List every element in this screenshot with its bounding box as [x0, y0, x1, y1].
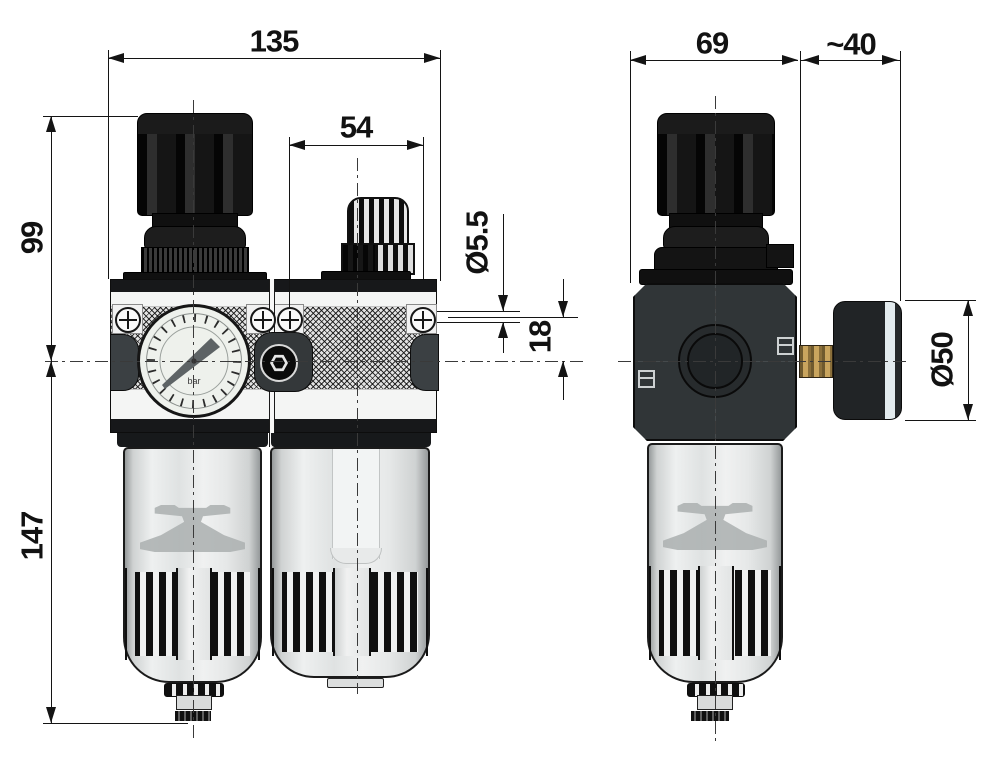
filter-bowl-sight-window: [176, 568, 212, 660]
dim-99-label: 99: [14, 221, 50, 255]
dim-18-ext: [448, 316, 578, 318]
hole-line-top: [437, 310, 520, 312]
hex-socket-screw: [260, 344, 298, 382]
gauge-unit-label: bar: [187, 376, 200, 386]
dim-54-label: 54: [339, 109, 373, 145]
lubricator-bottom-pad: [327, 678, 384, 688]
dim-50-arrow-top: [963, 300, 973, 316]
dim-40-label: ~40: [826, 26, 877, 62]
dim-69-ext-right: [799, 51, 801, 345]
lubricator-sight-window: [333, 568, 371, 656]
dim-18-label: 18: [522, 320, 558, 354]
regulator-knob-left: [137, 113, 253, 216]
dim-54-arrow-right: [407, 140, 423, 150]
dim-18-arrow-down: [558, 301, 568, 317]
body-ear-right: [410, 334, 439, 391]
dim-18-line-top: [562, 279, 564, 317]
dim-50-label: Ø50: [924, 332, 960, 388]
mounting-screw-2: [250, 307, 276, 333]
dim-147-ext-bottom: [43, 722, 188, 724]
dim-99-arrow-bottom: [46, 345, 56, 361]
body-flange-right: [639, 269, 793, 285]
dim-99-arrow-top: [46, 116, 56, 132]
dim-5-5-arrow-down: [498, 295, 508, 311]
dim-69-ext-left: [629, 51, 631, 283]
gauge-needle: [162, 338, 220, 389]
hex-socket: [270, 354, 288, 372]
regulator-knob-collar: [144, 226, 246, 249]
centerline-right-unit: [714, 96, 716, 742]
dim-40-ext-right: [899, 51, 901, 301]
centerline-lubricator: [356, 158, 358, 694]
dim-135-arrow-left: [108, 53, 124, 63]
sight-window-right: [698, 566, 734, 660]
centerline-horizontal-left: [45, 360, 583, 362]
dim-69-line: [630, 59, 798, 61]
dim-18-line-bottom: [562, 361, 564, 400]
dim-18-arrow-up: [558, 361, 568, 377]
dim-50-ext-bottom: [905, 419, 976, 421]
dim-147-arrow-top: [46, 361, 56, 377]
dim-147-line: [50, 361, 52, 723]
knob-collar-right: [663, 226, 769, 249]
knob-step-tab: [766, 244, 794, 268]
centerline-regulator-left: [192, 100, 194, 740]
dim-54-ext-right: [422, 137, 424, 279]
lubricator-riser-tube: [332, 449, 380, 559]
centerline-horizontal-right: [618, 360, 908, 362]
dim-147-arrow-bottom: [46, 707, 56, 723]
dim-50-ext-top: [905, 299, 976, 301]
mounting-screw-3: [277, 307, 303, 333]
dim-135-ext-left: [107, 50, 109, 279]
dim-69-arrow-left: [630, 55, 646, 65]
port-symbol-left: [638, 370, 655, 388]
filter-drain-stem: [176, 695, 212, 710]
dim-135-ext-right: [439, 50, 441, 281]
dim-40-line: [800, 59, 900, 61]
mounting-screw-1: [115, 307, 141, 333]
dim-54-arrow-left: [289, 140, 305, 150]
dim-54-ext-left: [288, 137, 290, 308]
drain-knob-right[interactable]: [682, 708, 738, 724]
regulator-knob-right: [657, 113, 775, 216]
port-symbol-right: [777, 337, 794, 355]
regulator-thread-ring: [141, 247, 249, 274]
dim-5-5-arrow-up: [498, 322, 508, 338]
dim-69-arrow-right: [782, 55, 798, 65]
dim-54-line: [289, 144, 423, 146]
dim-147-label: 147: [14, 511, 50, 561]
dim-40-arrow-left: [803, 55, 819, 65]
dim-135-label: 135: [249, 23, 300, 59]
body-ear-left: [110, 334, 139, 391]
knob-bell-right: [654, 247, 778, 271]
mounting-screw-4: [410, 307, 436, 333]
dim-50-line: [967, 300, 969, 420]
dim-135-arrow-right: [424, 53, 440, 63]
bowl-collar-lubricator: [271, 433, 431, 447]
dim-99-line: [50, 116, 52, 361]
gauge-brass-fitting: [799, 345, 833, 378]
dim-69-label: 69: [695, 25, 729, 61]
dim-135-line: [108, 57, 440, 59]
dim-99-ext-top: [43, 115, 138, 117]
hole-line-bottom: [437, 321, 520, 323]
dim-50-arrow-bottom: [963, 404, 973, 420]
dim-40-arrow-right: [882, 55, 898, 65]
dim-5-5-label: Ø5.5: [459, 211, 495, 275]
dim-5-5-line-top: [502, 214, 504, 311]
